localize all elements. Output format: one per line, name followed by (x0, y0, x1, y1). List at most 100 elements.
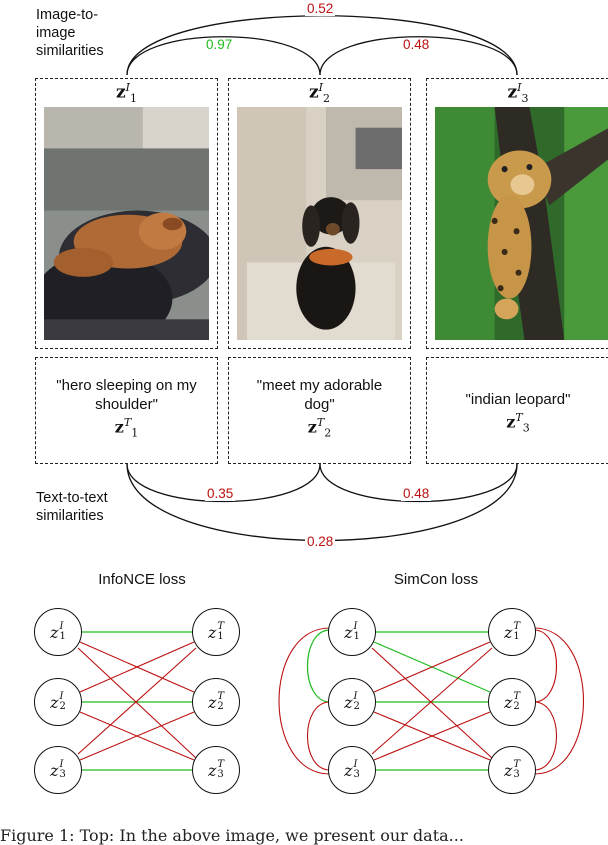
arc-t1-t2 (126, 463, 321, 503)
node-sup: T (217, 691, 225, 702)
node-sup: T (217, 759, 225, 770)
text-intra-neg (533, 627, 584, 775)
node-sym: z (503, 622, 513, 642)
node-sub: 3 (353, 769, 360, 780)
node-sup: I (59, 621, 64, 632)
z-sub: 1 (130, 92, 137, 106)
text-card-1: "hero sleeping on my shoulder" zT1 (35, 357, 218, 464)
node-sym: z (207, 760, 217, 780)
neg-edge (373, 641, 491, 693)
node-sym: z (207, 622, 217, 642)
node-sup: I (59, 691, 64, 702)
neg-edge (79, 641, 195, 693)
caption-text-3: "indian leopard" zT3 (431, 390, 605, 437)
arc-t2-t3 (319, 463, 518, 503)
node-sub: 2 (513, 701, 520, 712)
neg-edge (373, 711, 491, 761)
node-sup: I (353, 759, 358, 770)
node-sub: 3 (217, 769, 224, 780)
text-card-2: "meet my adorable dog" zT2 (228, 357, 411, 464)
text-intra-neg (533, 701, 558, 771)
z-sub: 3 (521, 92, 529, 106)
infonce-title: InfoNCE loss (98, 571, 186, 588)
node-sym: z (207, 692, 217, 712)
z-sub: 2 (324, 426, 332, 440)
leopard-image (435, 107, 608, 340)
node-sym: z (50, 760, 59, 780)
z-sup: I (125, 81, 130, 94)
neg-edge (371, 647, 493, 759)
image-embedding-label: zI2 (229, 81, 410, 105)
node-sub: 1 (217, 631, 224, 642)
z-sup: T (316, 416, 325, 429)
z-sup: I (318, 81, 323, 94)
z-sup: T (515, 411, 523, 424)
node-sup: T (217, 621, 225, 632)
node-sup: I (353, 621, 358, 632)
sleeping-dog-image (44, 107, 209, 340)
node-sub: 2 (353, 701, 360, 712)
node-sup: T (513, 759, 521, 770)
node-sub: 1 (353, 631, 360, 642)
caption-text-2: "meet my adorable dog" zT2 (233, 376, 406, 442)
sim-image-z2-z3: 0.48 (401, 37, 432, 52)
caption-quote: "meet my adorable dog" (256, 377, 383, 413)
node-sym: z (344, 622, 353, 642)
arc-t1-t3 (126, 463, 518, 542)
z-symbol: z (506, 412, 516, 432)
node-sym: z (50, 692, 59, 712)
node-sub: 1 (513, 631, 520, 642)
neg-edge (79, 711, 195, 761)
node-sym: z (344, 760, 353, 780)
image-card-3: zI3 (426, 78, 608, 349)
simcon-title: SimCon loss (393, 571, 479, 588)
node-sup: I (353, 691, 358, 702)
caption-quote: "hero sleeping on my shoulder" (56, 377, 197, 413)
infonce-edges (77, 631, 197, 771)
node-sup: I (59, 759, 64, 770)
figure-caption: Figure 1: Top: In the above image, we pr… (0, 826, 464, 845)
text-embedding-label: zT1 (40, 414, 213, 442)
caption-text-1: "hero sleeping on my shoulder" zT1 (40, 376, 213, 442)
node-sup: T (513, 691, 521, 702)
z-symbol: z (307, 417, 317, 437)
image-embedding-label: zI3 (427, 81, 608, 105)
image-sim-label-line: image (36, 25, 76, 41)
image-sim-label-line: Image-to- (36, 7, 99, 23)
sim-image-z1-z2: 0.97 (204, 37, 235, 52)
node-sub: 1 (59, 631, 66, 642)
text-sim-label-line: Text-to-text (36, 490, 108, 506)
z-symbol: z (308, 82, 319, 103)
z-symbol: z (114, 417, 124, 437)
sleeping-dog-photo (44, 107, 209, 340)
image-intra-pos (306, 629, 331, 703)
simcon-edges (278, 627, 584, 775)
z-sup: I (517, 81, 522, 94)
image-sim-label-line: similarities (36, 43, 104, 59)
node-sub: 3 (59, 769, 66, 780)
node-sym: z (503, 692, 513, 712)
node-sub: 2 (217, 701, 224, 712)
z-symbol: z (115, 82, 126, 103)
sim-text-z2-z3: 0.48 (401, 486, 432, 501)
z-sub: 1 (131, 426, 139, 440)
text-sim-label: Text-to-text similarities (36, 489, 108, 525)
